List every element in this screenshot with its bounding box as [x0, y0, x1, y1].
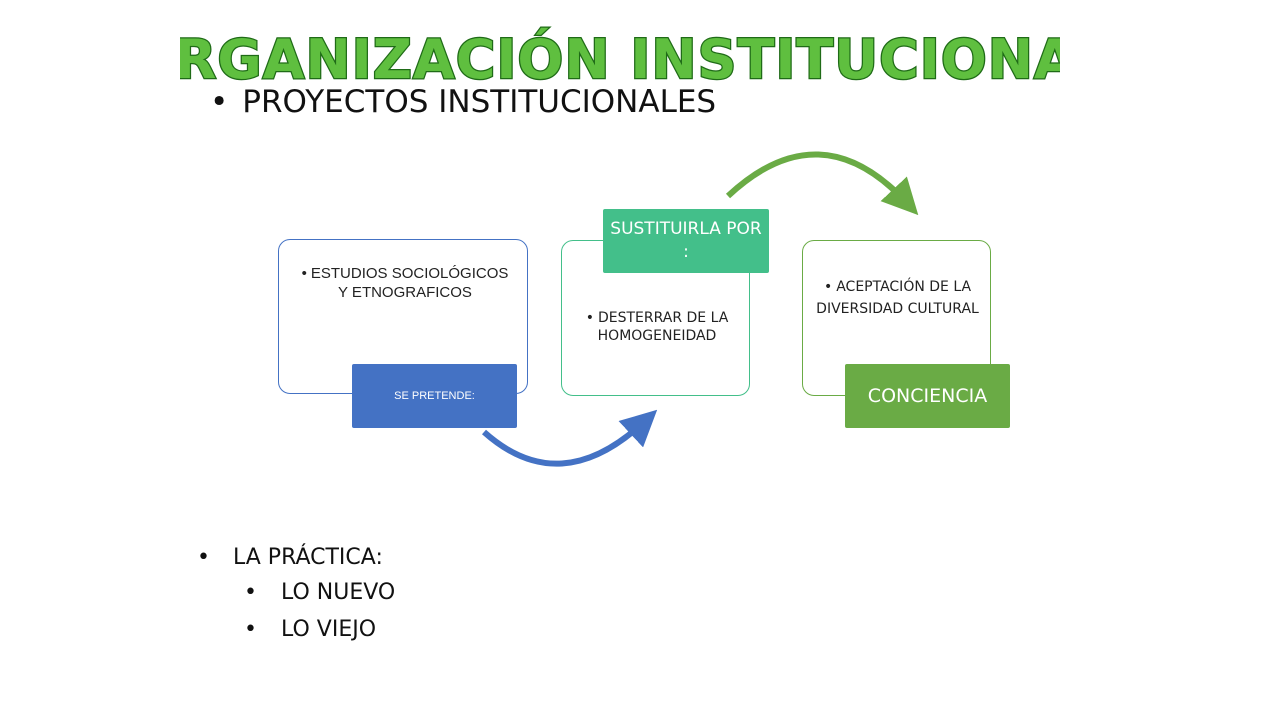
green-curved-arrow: [725, 151, 919, 216]
list-item-viejo-label: LO VIEJO: [281, 617, 377, 642]
tag-se-pretende-label: SE PRETENDE:: [394, 390, 475, 402]
blue-curved-arrow: [482, 409, 658, 467]
page-subtitle: • PROYECTOS INSTITUCIONALES: [210, 84, 716, 120]
card-desterrar-label: DESTERRAR DE LA HOMOGENEIDAD: [597, 310, 729, 344]
list-item-practica: • LA PRÁCTICA:: [197, 545, 383, 570]
list-item-nuevo: • LO NUEVO: [244, 580, 395, 605]
tag-conciencia-label: CONCIENCIA: [867, 385, 988, 407]
bullet: •: [197, 545, 210, 570]
bullet: •: [823, 279, 833, 295]
card-estudios-label: ESTUDIOS SOCIOLÓGICOS Y ETNOGRAFICOS: [310, 265, 509, 302]
card-aceptacion-text: •ACEPTACIÓN DE LA DIVERSIDAD CULTURAL: [810, 276, 985, 321]
bullet: •: [244, 617, 257, 642]
card-desterrar-text: •DESTERRAR DE LA HOMOGENEIDAD: [568, 310, 746, 346]
list-item-nuevo-label: LO NUEVO: [281, 580, 396, 605]
tag-sustituirla: SUSTITUIRLA POR :: [603, 209, 769, 273]
tag-conciencia: CONCIENCIA: [845, 364, 1010, 428]
list-item-practica-label: LA PRÁCTICA:: [233, 545, 383, 570]
subtitle-text: PROYECTOS INSTITUCIONALES: [242, 84, 717, 120]
bullet: •: [301, 265, 307, 282]
card-estudios-text: •ESTUDIOS SOCIOLÓGICOS Y ETNOGRAFICOS: [300, 264, 510, 302]
bullet: •: [585, 310, 594, 326]
list-item-viejo: • LO VIEJO: [244, 617, 376, 642]
bullet: •: [210, 84, 229, 120]
tag-se-pretende: SE PRETENDE:: [352, 364, 517, 428]
bullet: •: [244, 580, 257, 605]
page-title: ORGANIZACIÓN INSTITUCIONAL: [180, 28, 1060, 91]
title-banner: ORGANIZACIÓN INSTITUCIONAL: [180, 27, 1060, 92]
card-aceptacion-label: ACEPTACIÓN DE LA DIVERSIDAD CULTURAL: [816, 279, 979, 318]
tag-sustituirla-label: SUSTITUIRLA POR :: [610, 219, 762, 262]
